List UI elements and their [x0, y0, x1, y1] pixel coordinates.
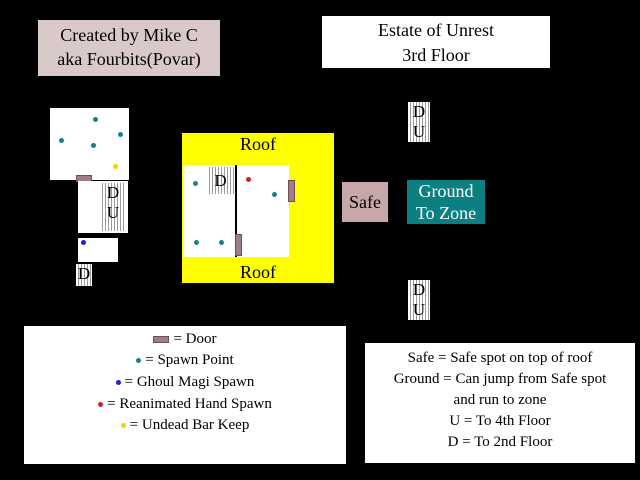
stair-down-up[interactable]: D U: [100, 183, 126, 231]
legend-spawn-label: = Spawn Point: [145, 352, 234, 368]
stair-d-label: D: [77, 264, 91, 283]
credit-line-2: aka Fourbits(Povar): [57, 49, 201, 69]
spawn-point: [91, 143, 96, 148]
door: [288, 180, 295, 202]
note-ground-2: and run to zone: [453, 392, 547, 408]
safe-spot: Safe: [342, 182, 388, 222]
stair-up-label: U: [412, 122, 426, 141]
spawn-point: [193, 181, 198, 186]
stair-down-label: D: [106, 183, 120, 202]
roof-bottom-label: Roof: [240, 262, 276, 282]
spawn-point: [93, 117, 98, 122]
roof-top-label: Roof: [240, 134, 276, 154]
ghoul-magi-spawn-marker: [81, 240, 86, 245]
stair-down-label: D: [412, 102, 426, 121]
note-up: U = To 4th Floor: [449, 413, 551, 429]
legend-ghoul: = Ghoul Magi Spawn: [24, 373, 346, 391]
map-title: Estate of Unrest 3rd Floor: [322, 16, 550, 68]
central-stair-label: D: [214, 171, 227, 190]
spawn-point: [219, 240, 224, 245]
ground-to-zone[interactable]: Ground To Zone: [407, 180, 485, 224]
legend-barkeep-label: = Undead Bar Keep: [129, 417, 250, 433]
stair-down[interactable]: D: [76, 264, 92, 286]
ground-line-2: To Zone: [415, 203, 477, 223]
stair-down-up-bottom-right[interactable]: D U: [408, 280, 430, 320]
spawn-point: [272, 192, 277, 197]
legend-spawn: = Spawn Point: [24, 351, 346, 369]
spawn-point: [194, 240, 199, 245]
legend: = Door = Spawn Point = Ghoul Magi Spawn …: [24, 326, 346, 464]
spawn-point: [118, 132, 123, 137]
legend-hand: = Reanimated Hand Spawn: [24, 395, 346, 413]
door-icon: [153, 336, 170, 344]
note-ground-1: Ground = Can jump from Safe spot: [393, 371, 607, 387]
central-stair-down[interactable]: D: [207, 167, 234, 194]
door: [235, 234, 242, 256]
spawn-point: [59, 138, 64, 143]
note-safe: Safe = Safe spot on top of roof: [407, 350, 593, 366]
notes-box: Safe = Safe spot on top of roof Ground =…: [365, 343, 635, 463]
legend-ghoul-label: = Ghoul Magi Spawn: [124, 374, 255, 390]
interior-wall: [235, 165, 237, 257]
stair-up-label: U: [412, 300, 426, 319]
ghoul-magi-icon: [115, 380, 121, 386]
legend-door: = Door: [24, 330, 346, 348]
stair-down-label: D: [412, 280, 426, 299]
stair-up-label: U: [106, 203, 120, 222]
note-down: D = To 2nd Floor: [447, 434, 553, 450]
ground-line-1: Ground: [418, 181, 474, 201]
legend-barkeep: = Undead Bar Keep: [24, 416, 346, 434]
undead-bar-keep-icon: [120, 423, 126, 429]
undead-bar-keep-marker: [113, 164, 118, 169]
legend-door-label: = Door: [173, 331, 217, 347]
credit-line-1: Created by Mike C: [60, 25, 198, 45]
reanimated-hand-icon: [98, 402, 104, 408]
title-line-2: 3rd Floor: [402, 45, 470, 65]
reanimated-hand-spawn-marker: [246, 177, 251, 182]
stair-down-up-top-right[interactable]: D U: [408, 102, 430, 142]
title-line-1: Estate of Unrest: [378, 20, 494, 40]
spawn-point-icon: [136, 358, 142, 364]
credit-box: Created by Mike C aka Fourbits(Povar): [38, 20, 220, 76]
left-room-top: [50, 108, 129, 180]
legend-hand-label: = Reanimated Hand Spawn: [107, 396, 272, 412]
